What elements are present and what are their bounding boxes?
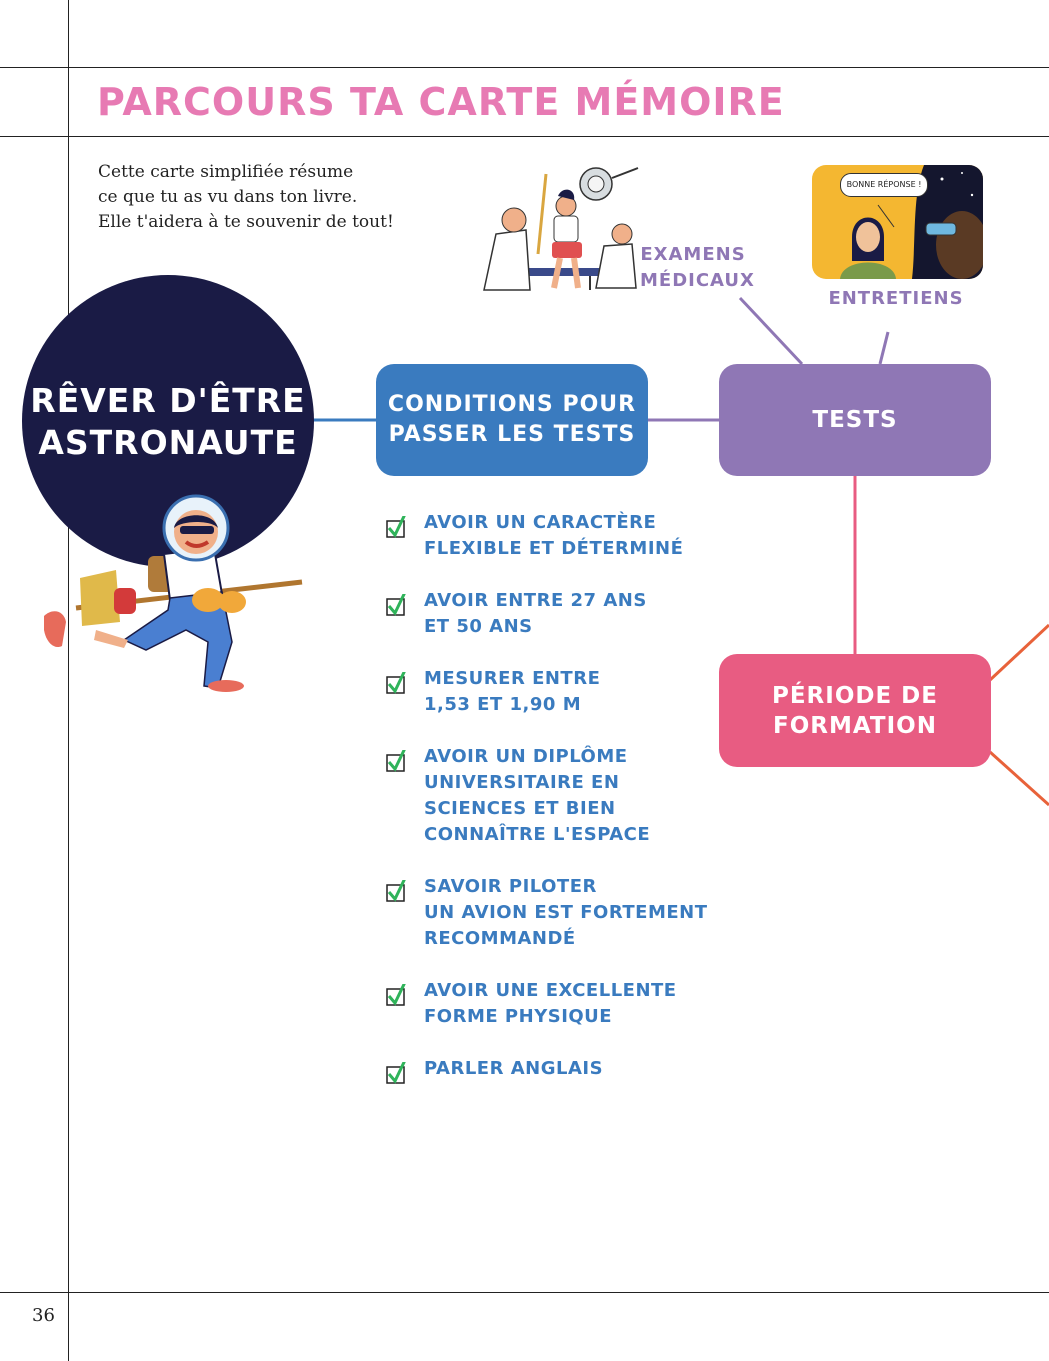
examens-label: EXAMENS MÉDICAUX — [640, 244, 755, 291]
page-title: PARCOURS TA CARTE MÉMOIRE — [97, 80, 785, 124]
conditions-node: CONDITIONS POUR PASSER LES TESTS — [376, 364, 648, 476]
interview-illustration: BONNE RÉPONSE ! — [812, 165, 983, 279]
condition-text: AVOIR UN CARACTÈRE FLEXIBLE ET DÉTERMINÉ — [424, 512, 684, 559]
checkbox-checked-icon — [386, 750, 406, 772]
checkbox-checked-icon — [386, 880, 406, 902]
condition-text: AVOIR ENTRE 27 ANS ET 50 ANS — [424, 590, 647, 637]
top-rule — [0, 67, 1049, 68]
connector-tests-examens — [738, 296, 804, 366]
speech-bubble: BONNE RÉPONSE ! — [840, 173, 928, 197]
intro-line-2: ce que tu as vu dans ton livre. — [98, 187, 358, 207]
list-item: AVOIR ENTRE 27 ANS ET 50 ANS — [384, 588, 724, 640]
list-item: AVOIR UN DIPLÔME UNIVERSITAIRE EN SCIENC… — [384, 744, 724, 848]
interview-scene-icon — [840, 165, 983, 279]
margin-rule — [68, 0, 69, 1361]
checkbox-checked-icon — [386, 984, 406, 1006]
list-item: PARLER ANGLAIS — [384, 1056, 724, 1084]
condition-text: AVOIR UNE EXCELLENTE FORME PHYSIQUE — [424, 980, 677, 1027]
tests-node: TESTS — [719, 364, 991, 476]
checkbox-checked-icon — [386, 516, 406, 538]
intro-line-3: Elle t'aidera à te souvenir de tout! — [98, 212, 394, 232]
list-item: AVOIR UNE EXCELLENTE FORME PHYSIQUE — [384, 978, 724, 1030]
title-rule — [0, 136, 1049, 137]
connector-tests-entretiens — [878, 331, 890, 365]
conditions-checklist: AVOIR UN CARACTÈRE FLEXIBLE ET DÉTERMINÉ… — [384, 510, 724, 1084]
footer-rule — [0, 1292, 1049, 1293]
connector-formation-up — [988, 623, 1049, 682]
medical-exam-illustration — [483, 167, 639, 291]
condition-text: AVOIR UN DIPLÔME UNIVERSITAIRE EN SCIENC… — [424, 746, 651, 845]
condition-text: SAVOIR PILOTER UN AVION EST FORTEMENT RE… — [424, 876, 708, 949]
condition-text: MESURER ENTRE 1,53 ET 1,90 M — [424, 668, 601, 715]
start-node-label: RÊVER D'ÊTRE ASTRONAUTE — [30, 381, 306, 462]
astronaut-girl-illustration — [44, 494, 303, 692]
checkbox-checked-icon — [386, 1062, 406, 1084]
entretiens-label: ENTRETIENS — [828, 288, 964, 309]
list-item: SAVOIR PILOTER UN AVION EST FORTEMENT RE… — [384, 874, 724, 952]
connector-formation-down — [988, 750, 1049, 807]
page-number: 36 — [32, 1305, 55, 1326]
checkbox-checked-icon — [386, 672, 406, 694]
checkbox-checked-icon — [386, 594, 406, 616]
list-item: AVOIR UN CARACTÈRE FLEXIBLE ET DÉTERMINÉ — [384, 510, 724, 562]
intro-line-1: Cette carte simplifiée résume — [98, 162, 354, 182]
formation-node: PÉRIODE DE FORMATION — [719, 654, 991, 767]
list-item: MESURER ENTRE 1,53 ET 1,90 M — [384, 666, 724, 718]
intro-text: Cette carte simplifiée résume ce que tu … — [98, 160, 394, 235]
condition-text: PARLER ANGLAIS — [424, 1058, 604, 1079]
